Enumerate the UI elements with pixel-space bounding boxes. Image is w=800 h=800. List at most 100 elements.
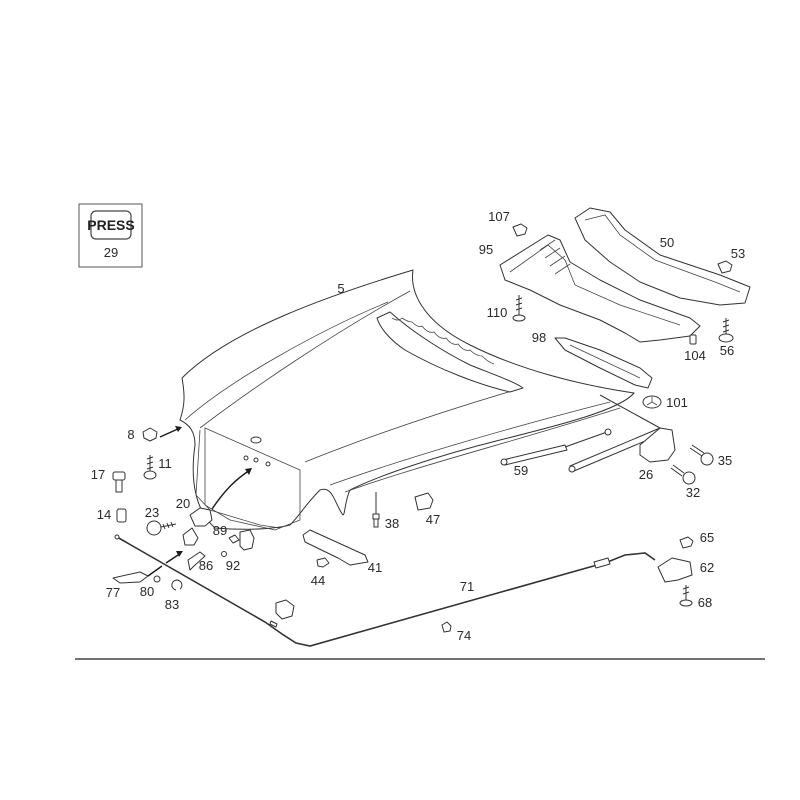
arrow-head [176, 551, 183, 557]
callout-62[interactable]: 62 [700, 560, 714, 575]
cable-holder-part[interactable] [275, 599, 295, 620]
callout-29[interactable]: 29 [104, 245, 118, 260]
trim-part-50[interactable]: 50 [574, 207, 751, 306]
callout-38[interactable]: 38 [385, 516, 399, 531]
callout-17[interactable]: 17 [91, 467, 105, 482]
clip-part-83[interactable]: 83 [165, 579, 183, 612]
screw-110-shank [515, 295, 523, 315]
clip-part-8[interactable]: 8 [127, 426, 182, 442]
clip-65-icon [679, 536, 694, 549]
callout-53[interactable]: 53 [731, 246, 745, 261]
hood-vent [376, 311, 524, 393]
seal-98-inner [569, 344, 641, 379]
hood-clip-point [253, 457, 259, 463]
grille-frame-part-95[interactable]: 95 [479, 234, 701, 343]
gas-strut-part-59[interactable]: 59 [500, 428, 612, 478]
screw-part-56[interactable]: 56 [718, 318, 734, 358]
trim-panel [574, 207, 751, 306]
callout-89[interactable]: 89 [213, 523, 227, 538]
screw-part-23[interactable]: 23 [145, 505, 177, 536]
callout-56[interactable]: 56 [720, 343, 734, 358]
hinge-bracket [639, 427, 676, 463]
callout-41[interactable]: 41 [368, 560, 382, 575]
callout-104[interactable]: 104 [684, 348, 706, 363]
callout-98[interactable]: 98 [532, 330, 546, 345]
latch-part-20[interactable]: 20 [176, 468, 252, 546]
seal-part-98[interactable]: 98 [532, 330, 653, 389]
bracket-part-47[interactable]: 47 [414, 492, 440, 527]
callout-86[interactable]: 86 [199, 558, 213, 573]
callout-74[interactable]: 74 [457, 628, 471, 643]
part-89[interactable]: 89 [213, 523, 255, 551]
clip-8-icon [142, 427, 158, 442]
clip-part-14[interactable]: 14 [97, 507, 127, 523]
callout-50[interactable]: 50 [660, 235, 674, 250]
callout-35[interactable]: 35 [718, 453, 732, 468]
callout-77[interactable]: 77 [106, 585, 120, 600]
callout-5[interactable]: 5 [337, 281, 344, 296]
callout-80[interactable]: 80 [140, 584, 154, 599]
clip-part-74[interactable]: 74 [441, 621, 471, 643]
clip-part-53[interactable]: 53 [717, 246, 745, 274]
part-86[interactable]: 86 [187, 551, 213, 573]
callout-23[interactable]: 23 [145, 505, 159, 520]
callout-14[interactable]: 14 [97, 507, 111, 522]
callout-110[interactable]: 110 [487, 305, 508, 320]
seal-98-strip [554, 337, 653, 389]
callout-44[interactable]: 44 [311, 573, 325, 588]
callout-26[interactable]: 26 [639, 467, 653, 482]
screw-part-110[interactable]: 110 [487, 295, 526, 322]
callout-47[interactable]: 47 [426, 512, 440, 527]
hinge-leader [599, 394, 661, 429]
gas-strut-end [604, 428, 612, 436]
pin-part-44[interactable]: 44 [311, 557, 330, 588]
screw-part-68[interactable]: 68 [679, 585, 712, 610]
buffer-part-38[interactable]: 38 [372, 492, 399, 531]
bolt-part-17[interactable]: 17 [91, 467, 126, 493]
bolt-part-32[interactable]: 32 [670, 464, 700, 500]
bracket-47-icon [414, 492, 434, 511]
callout-8[interactable]: 8 [127, 427, 134, 442]
bolt-17-head [112, 471, 126, 481]
hood-edge-lower-2 [344, 407, 621, 493]
callout-59[interactable]: 59 [514, 463, 528, 478]
clip-part-65[interactable]: 65 [679, 530, 714, 549]
arrow-head [245, 468, 252, 475]
release-handle-part-62[interactable]: 62 [657, 557, 714, 583]
callout-11[interactable]: 11 [158, 456, 172, 471]
callout-71[interactable]: 71 [460, 579, 474, 594]
press-legend-box: PRESS 29 [78, 203, 143, 268]
hinge-pivot [568, 465, 576, 473]
callout-68[interactable]: 68 [698, 595, 712, 610]
lever-part-77[interactable]: 77 [106, 551, 183, 600]
bolt-part-35[interactable]: 35 [689, 444, 732, 468]
callout-32[interactable]: 32 [686, 485, 700, 500]
screw-part-11[interactable]: 11 [143, 455, 172, 480]
hinge-part-26[interactable]: 26 [568, 394, 676, 482]
guide-part-41[interactable]: 41 [302, 529, 382, 575]
clip-part-80[interactable]: 80 [140, 575, 161, 599]
clip-part-104[interactable]: 104 [684, 334, 706, 363]
callout-95[interactable]: 95 [479, 242, 493, 257]
lever-77-icon [112, 571, 149, 584]
bolt-17-shank [115, 479, 123, 493]
screw-56-head [718, 333, 734, 343]
release-cable-part-71[interactable]: 71 [114, 534, 656, 647]
callout-107[interactable]: 107 [488, 209, 510, 224]
callout-101[interactable]: 101 [666, 395, 688, 410]
screw-110-head [512, 314, 526, 322]
callout-83[interactable]: 83 [165, 597, 179, 612]
clip-part-107[interactable]: 107 [488, 209, 528, 237]
emblem-part-101[interactable]: 101 [642, 395, 688, 410]
clip-107-icon [512, 223, 528, 237]
clip-80-icon [153, 575, 161, 583]
part-92[interactable]: 92 [221, 551, 241, 574]
hood-part[interactable]: 5 [179, 269, 635, 531]
arrow-head [175, 426, 182, 432]
clip-74-icon [441, 621, 452, 633]
callout-92[interactable]: 92 [226, 558, 240, 573]
arrow-8-to-hood [159, 427, 181, 438]
callout-65[interactable]: 65 [700, 530, 714, 545]
callout-20[interactable]: 20 [176, 496, 190, 511]
